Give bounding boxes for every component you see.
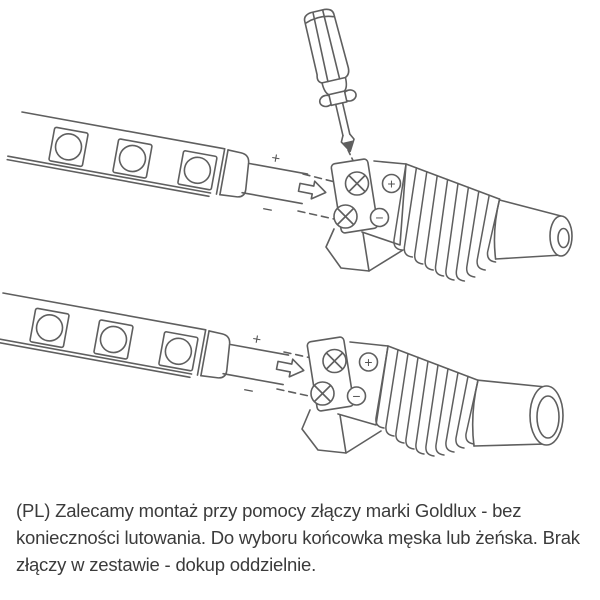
- strain-relief-ribs-male: [393, 163, 501, 282]
- caption-line: złączy w zestawie - dokup oddzielnie.: [16, 554, 317, 575]
- screwdriver-icon: [303, 8, 357, 153]
- caption-line: konieczności lutowania. Do wyboru końcow…: [16, 527, 580, 548]
- svg-text:+: +: [387, 176, 395, 192]
- terminal-plus-marking-male: +: [381, 173, 402, 194]
- caption-line: (PL) Zalecamy montaż przy pomocy złączy …: [16, 500, 522, 521]
- svg-text:−: −: [375, 210, 383, 226]
- screw-terminal-top-female: [322, 348, 347, 374]
- insert-arrow-bottom-icon: [274, 355, 307, 381]
- terminal-minus-marking-female: −: [346, 386, 367, 406]
- female-jack-barrel: [477, 379, 547, 388]
- strain-relief-ribs-female: [375, 345, 479, 457]
- svg-text:+: +: [364, 354, 372, 370]
- female-jack-opening: [536, 395, 560, 439]
- led-strip-top: [4, 102, 312, 227]
- male-plug-pin-hole: [557, 227, 570, 249]
- dc-connector-male: + −: [325, 158, 573, 282]
- svg-text:−: −: [352, 388, 360, 404]
- insert-arrow-top-icon: [296, 177, 329, 203]
- terminal-minus-marking-male: −: [369, 207, 390, 228]
- terminal-plus-marking-female: +: [358, 352, 379, 372]
- led-strip-bottom: [0, 283, 293, 408]
- male-plug-barrel: [498, 199, 562, 217]
- caption: (PL) Zalecamy montaż przy pomocy złączy …: [16, 497, 600, 578]
- dc-connector-female: + −: [301, 336, 564, 457]
- screw-terminal-top-male: [344, 171, 370, 196]
- screw-terminal-bottom-female: [310, 381, 335, 406]
- screw-terminal-bottom-male: [333, 204, 358, 229]
